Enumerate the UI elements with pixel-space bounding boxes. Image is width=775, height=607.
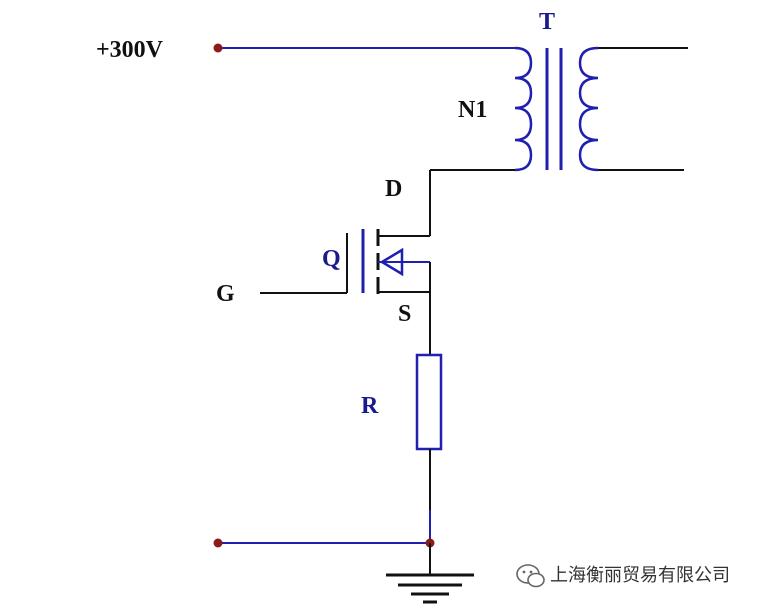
primary-winding — [514, 46, 533, 172]
mosfet-label: Q — [322, 246, 341, 272]
source-label: S — [398, 301, 411, 327]
resistor — [415, 353, 443, 451]
transformer-label: T — [539, 9, 555, 35]
mosfet-arrow — [379, 247, 404, 277]
supply-label: +300V — [96, 37, 164, 63]
wechat-icon — [516, 564, 545, 588]
resistor-label: R — [361, 393, 379, 419]
ground-symbol — [386, 573, 474, 604]
gate-label: G — [216, 281, 235, 307]
ground-terminal-node — [213, 538, 223, 548]
supply-node — [213, 43, 223, 53]
primary-winding-label: N1 — [458, 97, 487, 123]
secondary-winding — [578, 46, 599, 172]
drain-label: D — [385, 176, 402, 202]
watermark-text: 上海衡丽贸易有限公司 — [550, 565, 730, 586]
